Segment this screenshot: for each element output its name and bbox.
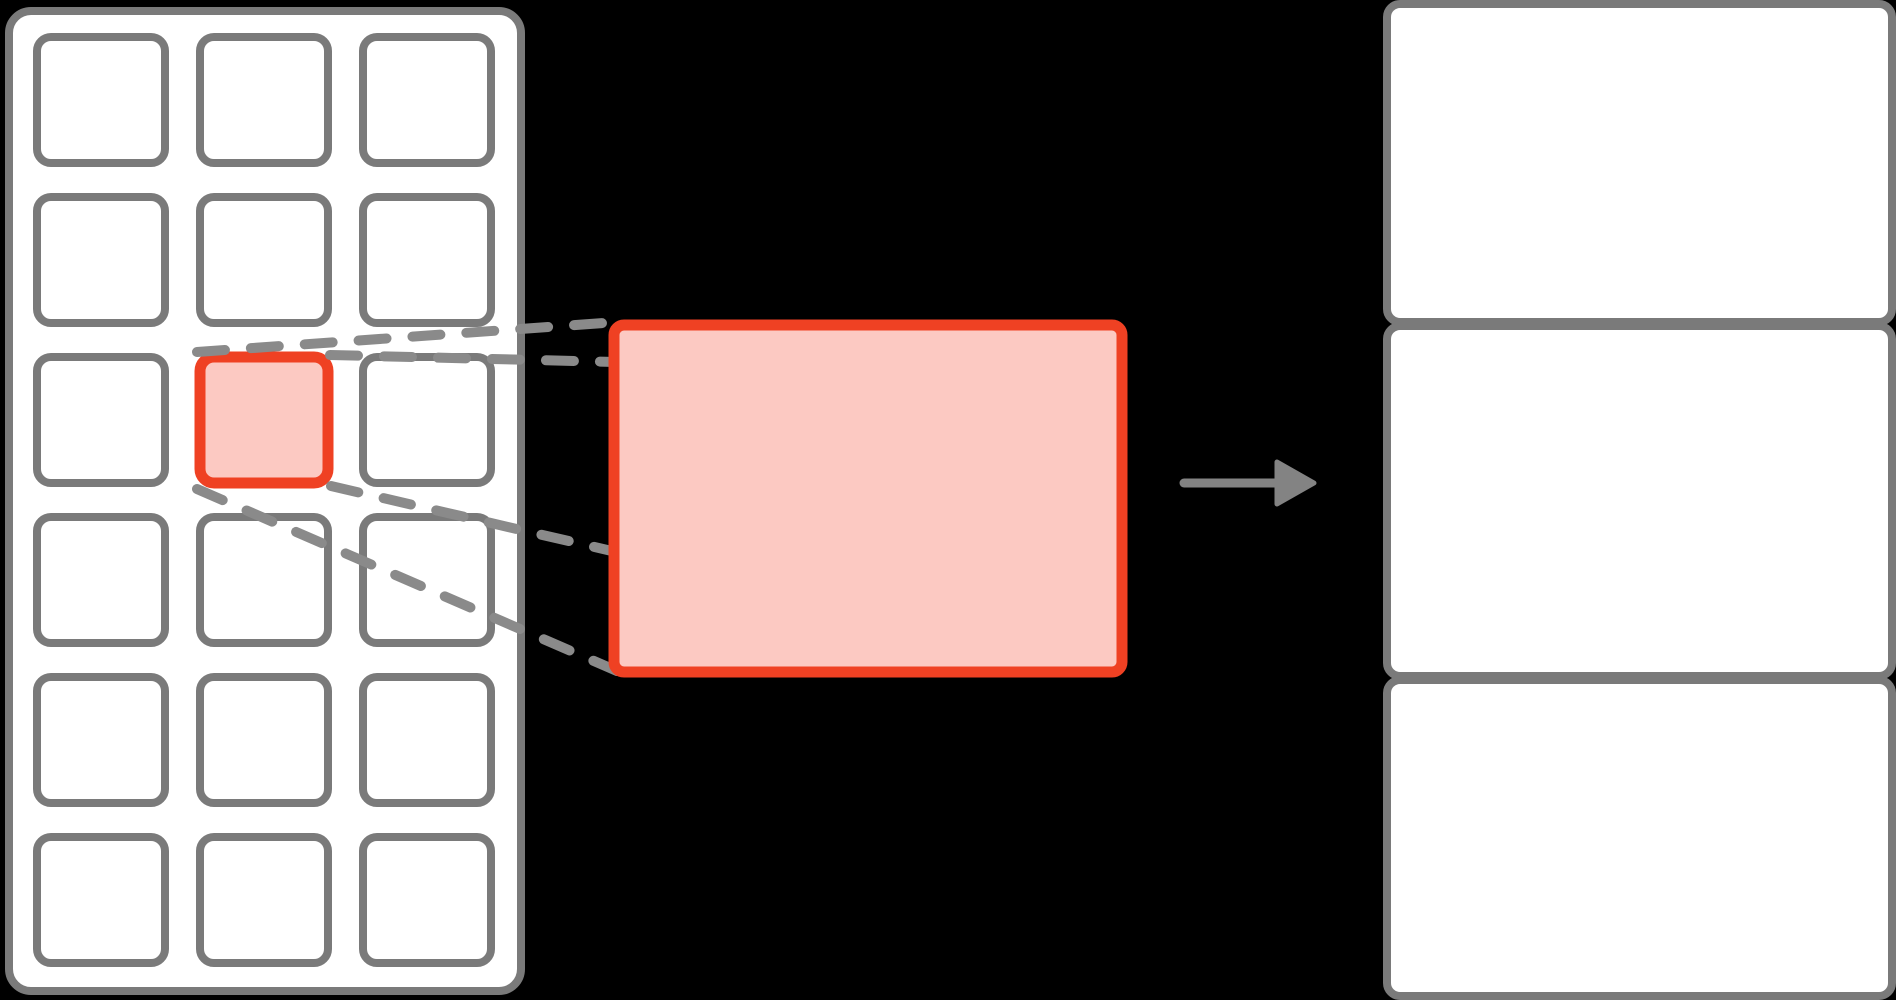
grid-cell	[33, 193, 169, 327]
arrow-right-icon	[1179, 459, 1317, 507]
connector-line-top-left	[192, 317, 623, 357]
grid-cell	[359, 513, 495, 647]
input-grid-cells	[33, 33, 495, 967]
grid-cell	[359, 353, 495, 487]
grid-cell	[33, 513, 169, 647]
grid-cell	[33, 33, 169, 167]
grid-cell	[359, 833, 495, 967]
grid-cell	[196, 673, 332, 807]
output-section-3	[1383, 676, 1896, 1000]
zoomed-patch-rect	[608, 319, 1128, 678]
grid-cell	[359, 673, 495, 807]
arrow-head	[1274, 459, 1317, 507]
output-section-2	[1383, 322, 1896, 680]
grid-cell	[33, 673, 169, 807]
grid-cell	[196, 833, 332, 967]
output-section-1	[1383, 0, 1896, 326]
connector-line-bottom-right	[326, 481, 621, 557]
grid-cell	[196, 193, 332, 327]
output-stack	[1383, 0, 1896, 1000]
grid-cell	[33, 833, 169, 967]
connector-lines	[192, 317, 623, 676]
grid-cell	[359, 193, 495, 327]
grid-cell	[33, 353, 169, 487]
highlighted-cell	[194, 351, 334, 489]
connector-line-bottom-left	[192, 484, 622, 676]
grid-cell	[196, 33, 332, 167]
grid-cell	[359, 33, 495, 167]
connector-line-top-right	[325, 350, 621, 367]
